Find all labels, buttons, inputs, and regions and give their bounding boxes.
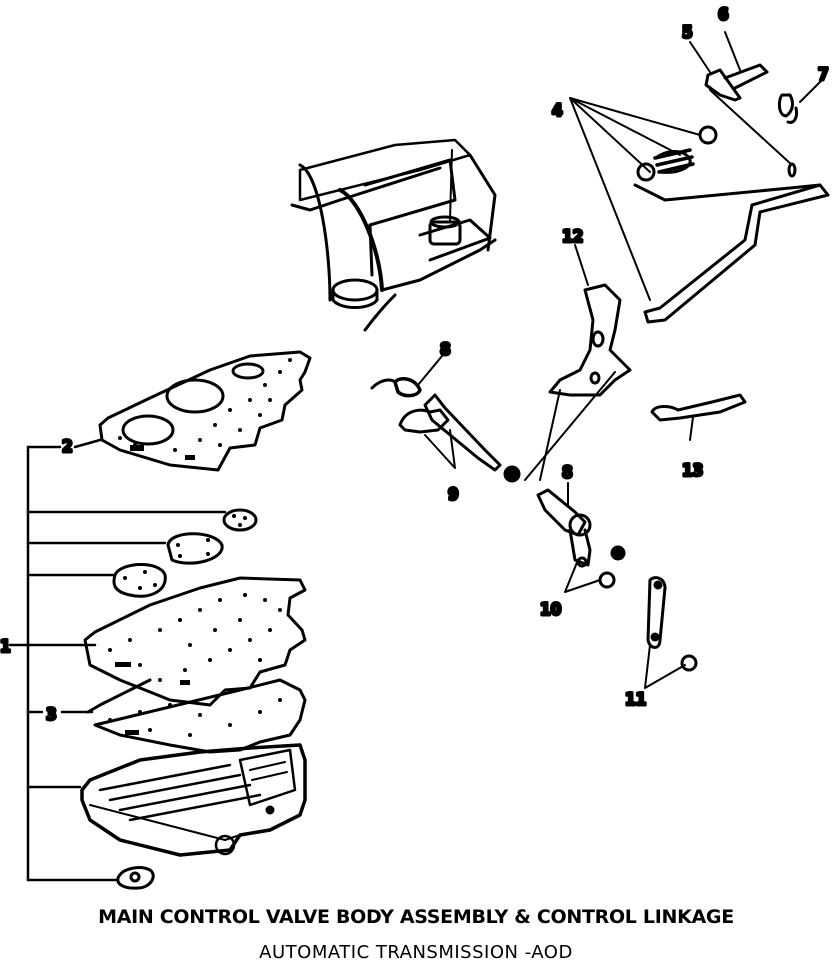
transmission-case xyxy=(290,138,497,332)
callout-1-bracket xyxy=(8,438,227,882)
small-gaskets xyxy=(112,508,258,598)
park-rod-assembly xyxy=(633,63,830,324)
callout-12: 12 xyxy=(562,227,583,247)
callout-13: 13 xyxy=(682,461,703,481)
callout-11: 11 xyxy=(625,690,646,710)
callout-9: 9 xyxy=(448,485,459,505)
callout-7: 7 xyxy=(818,65,829,85)
leader-lines xyxy=(417,31,825,689)
caption-title: MAIN CONTROL VALVE BODY ASSEMBLY & CONTR… xyxy=(98,906,734,928)
manual-shaft xyxy=(370,376,521,483)
callout-5: 5 xyxy=(682,23,693,43)
lower-gasket xyxy=(86,678,307,754)
callout-6: 6 xyxy=(718,5,729,25)
callout-labels: 1 2 3 4 5 6 7 8 8 9 10 11 12 13 xyxy=(0,4,830,727)
outer-lever xyxy=(536,488,626,589)
separator-plate xyxy=(83,576,307,707)
callout-1: 1 xyxy=(0,637,11,657)
callout-10: 10 xyxy=(540,600,561,620)
detent-lever xyxy=(548,283,632,397)
callout-3: 3 xyxy=(46,705,57,725)
valve-body xyxy=(80,743,307,857)
callout-8-spring: 8 xyxy=(440,340,451,360)
parts-diagram: 1 2 3 4 5 6 7 8 8 9 10 11 12 13 xyxy=(0,4,830,890)
caption-subtitle: AUTOMATIC TRANSMISSION -AOD xyxy=(259,942,573,963)
callout-2: 2 xyxy=(62,437,73,457)
upper-gasket xyxy=(98,350,312,472)
filter-gasket xyxy=(116,866,155,890)
callout-4: 4 xyxy=(552,101,563,121)
park-bracket xyxy=(650,393,747,422)
link xyxy=(646,576,698,672)
callout-8-seal: 8 xyxy=(562,463,573,483)
